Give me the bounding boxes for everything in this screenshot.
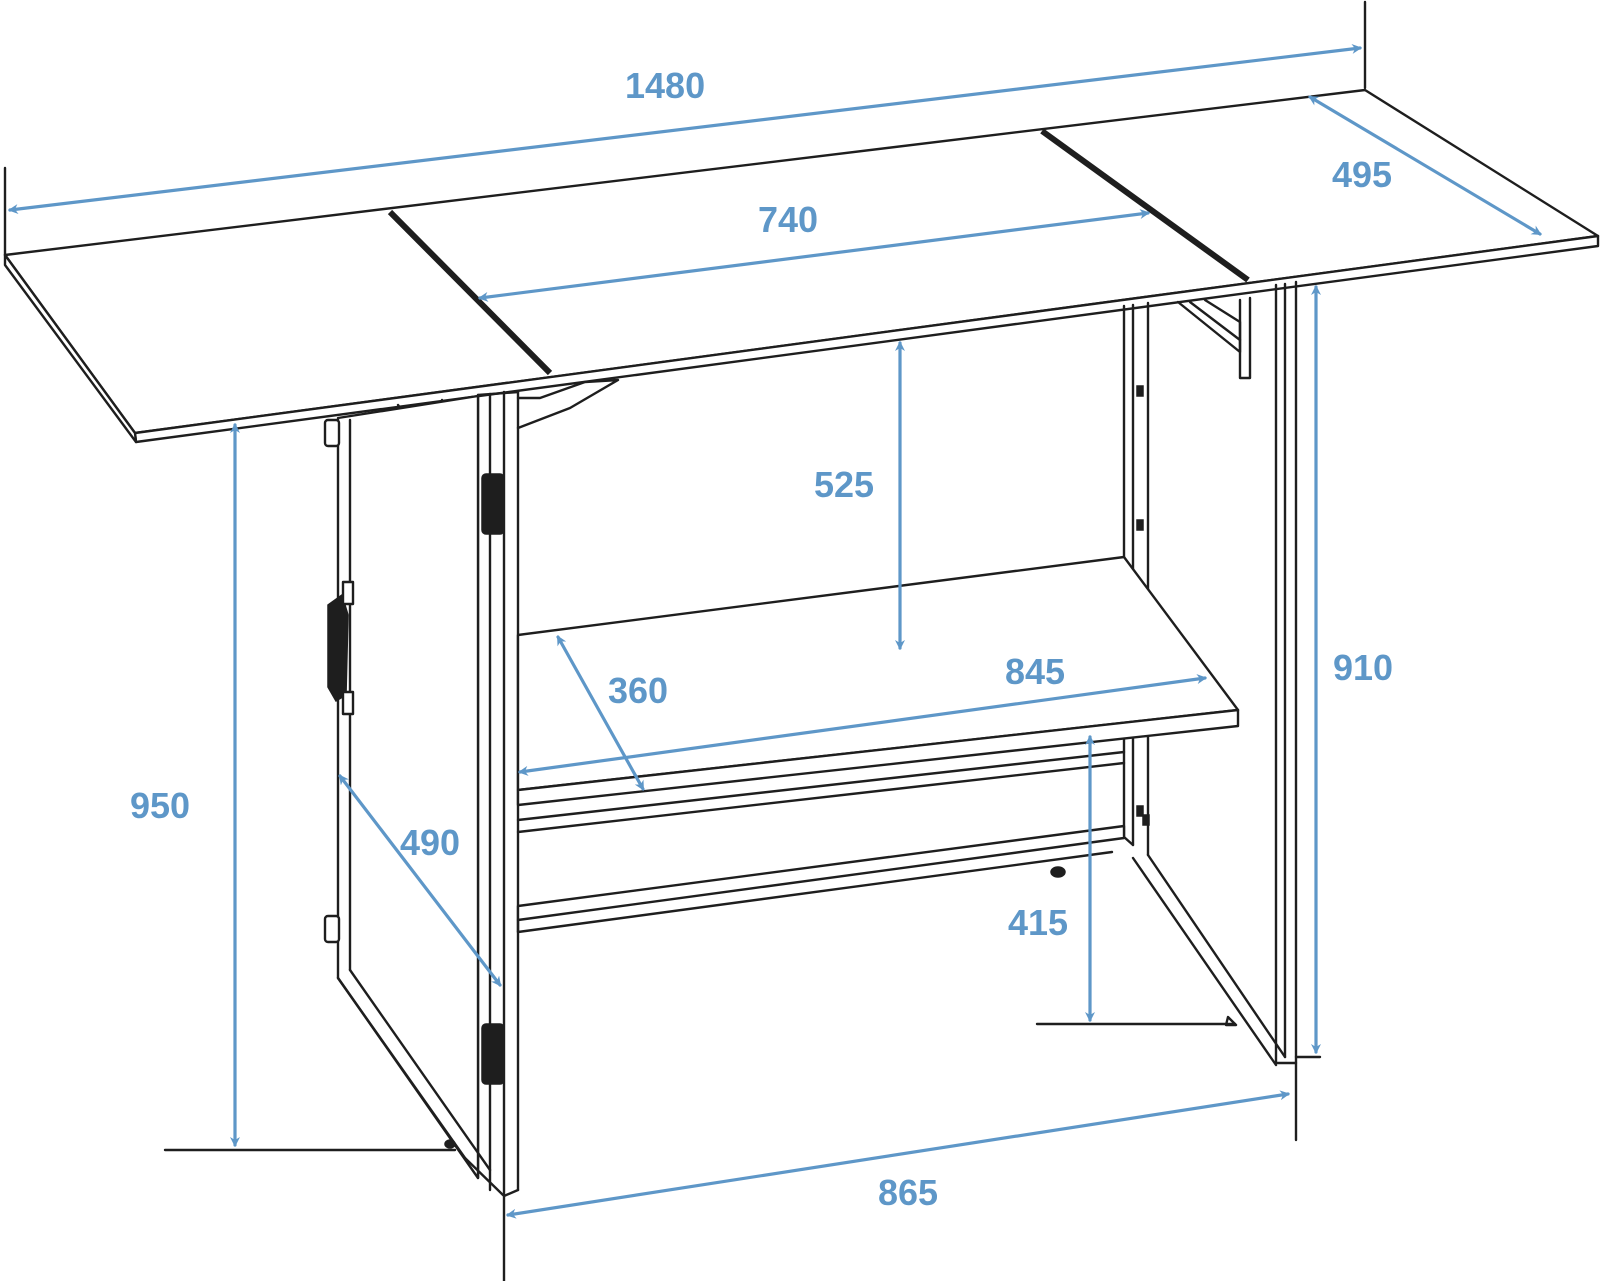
dimension-bottom-shelf-height-label: 415: [1008, 902, 1068, 943]
dimension-shelf-clearance-label: 525: [814, 464, 874, 505]
hinge-seam-left: [387, 209, 553, 376]
dimension-top-depth-label: 495: [1332, 154, 1392, 195]
dimension-top-height-rear: 910: [1311, 285, 1393, 1054]
dimension-base-width: 865: [506, 1090, 1290, 1219]
dimension-shelf-width-label: 845: [1005, 651, 1065, 692]
dimension-center-top-width: 740: [478, 199, 1150, 302]
door-panel: [323, 394, 505, 1197]
door-hinge-lower: [481, 1023, 505, 1085]
dimension-shelf-depth-label: 360: [608, 670, 668, 711]
extension-lines: [3, 0, 1367, 1152]
dimension-door-width: 490: [338, 774, 502, 987]
dimension-shelf-width: 845: [518, 651, 1207, 776]
dimension-top-height-front-label: 950: [130, 785, 190, 826]
right-side-panel: [1122, 280, 1298, 1142]
dimension-shelf-clearance: 525: [814, 341, 905, 650]
dimension-base-width-label: 865: [878, 1172, 938, 1213]
bottom-shelf: [516, 824, 1126, 934]
right-top-bracket: [1176, 296, 1252, 380]
door-handle: [327, 580, 355, 716]
table-top: [3, 88, 1600, 444]
dimension-top-depth: 495: [1308, 95, 1542, 236]
dimension-bottom-shelf-height: 415: [1008, 735, 1095, 1022]
door-hinge-upper: [481, 473, 505, 535]
dimension-center-top-width-label: 740: [758, 199, 818, 240]
dimension-overall-width-label: 1480: [625, 65, 705, 106]
dimension-overall-width: 1480: [8, 43, 1362, 215]
dimension-top-height-front: 950: [130, 423, 240, 1147]
dimension-door-width-label: 490: [400, 822, 460, 863]
dimension-top-height-rear-label: 910: [1333, 647, 1393, 688]
